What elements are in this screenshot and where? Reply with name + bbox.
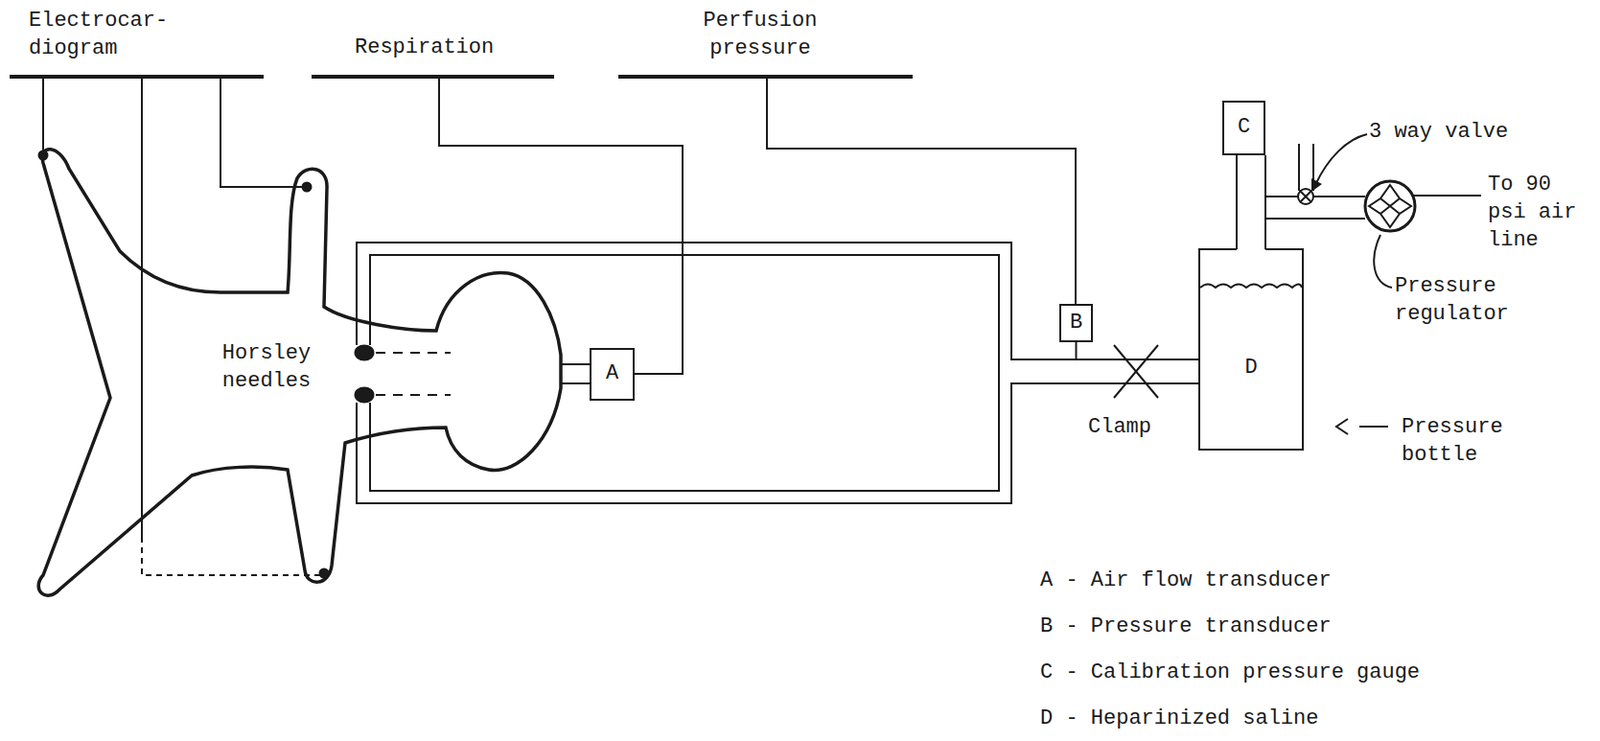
air-line [1413, 194, 1482, 197]
three-way-valve [1298, 188, 1314, 205]
ecg-lead [220, 76, 305, 187]
legend-line: A - Air flow transducer [1040, 567, 1501, 596]
part-label: Clamp [1088, 414, 1175, 442]
three-way-valve [1299, 190, 1312, 203]
arrowhead [1336, 418, 1348, 435]
box-letter: C [1237, 114, 1251, 142]
box-letter: A [605, 360, 619, 389]
part-label: Horsley needles [216, 340, 317, 395]
box-letter: D [1244, 354, 1257, 383]
liquid-surface [1200, 284, 1302, 289]
electrode [39, 151, 47, 160]
pressure-bottle: D [1198, 249, 1304, 451]
ecg-lead [140, 76, 143, 537]
three-way-valve [1299, 190, 1312, 203]
part-label: To 90 psi air line [1487, 170, 1584, 255]
cannula [560, 382, 590, 385]
animal-outline [38, 149, 561, 597]
needle [375, 351, 451, 354]
tubing [370, 255, 999, 491]
regulator-diaphragm [1368, 185, 1412, 228]
part-label: 3 way valve [1368, 118, 1523, 147]
recorder-bar [618, 74, 913, 79]
electrode [302, 183, 311, 191]
legend-line: B - Pressure transducer [1040, 613, 1501, 642]
ecg-lead [42, 76, 45, 154]
transducer-box: B [1059, 303, 1093, 343]
tube-connector [1076, 342, 1200, 360]
legend-line: D - Heparinized saline [1040, 705, 1501, 734]
channel-label: Perfusion pressure [697, 7, 823, 63]
part-label: Pressure regulator [1394, 273, 1516, 328]
arrowhead [1311, 178, 1322, 192]
channel-label: Respiration [354, 34, 518, 63]
electrode [320, 569, 328, 578]
air-line [1265, 217, 1366, 220]
clamp-symbol [1113, 345, 1159, 398]
part-label: Pressure bottle [1401, 414, 1523, 469]
leader-line [1373, 234, 1392, 288]
valve-port [1298, 143, 1300, 191]
signal-wire [439, 76, 683, 374]
cannula [560, 363, 590, 366]
signal-wire [766, 76, 1076, 304]
tube-connector [1235, 155, 1238, 250]
recorder-bar [9, 74, 264, 79]
recorder-bar [311, 74, 555, 79]
gauge-box: C [1222, 100, 1266, 156]
air-line [1265, 195, 1366, 198]
legend-line: C - Calibration pressure gauge [1040, 659, 1501, 688]
channel-label: Electrocar- diogram [28, 7, 187, 63]
box-letter: B [1069, 309, 1083, 338]
needle-hub [355, 388, 373, 402]
needle [375, 394, 451, 396]
leader-line [1315, 134, 1368, 186]
ecg-lead [141, 536, 322, 576]
clamp-symbol [1113, 345, 1159, 398]
pressure-regulator-symbol [1365, 181, 1415, 232]
tubing [356, 242, 1076, 360]
needle-hub [355, 346, 373, 360]
bottle-neck [1264, 155, 1267, 250]
transducer-box: A [589, 347, 635, 401]
leader-line [1359, 425, 1389, 428]
tubing [356, 383, 1199, 504]
